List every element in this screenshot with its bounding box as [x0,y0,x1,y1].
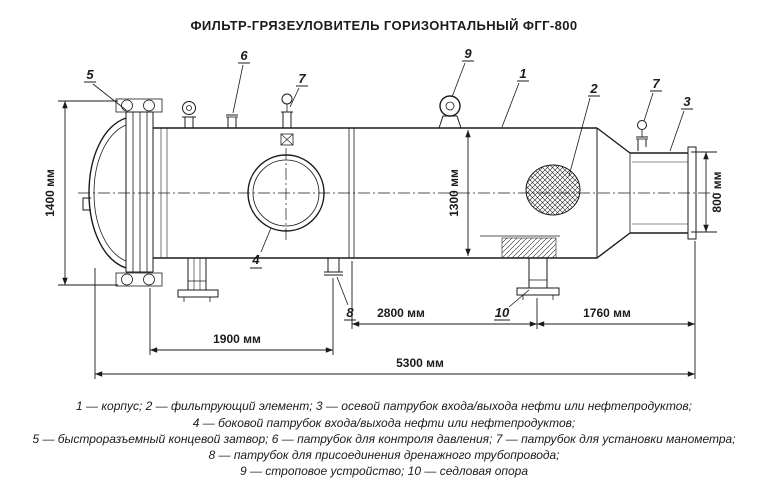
callout-7-left: 7 [289,71,308,108]
page-title: ФИЛЬТР-ГРЯЗЕУЛОВИТЕЛЬ ГОРИЗОНТАЛЬНЫЙ ФГГ… [190,18,577,33]
callout-10: 10 [494,289,530,321]
dim-nozzle-diameter: 800 мм [691,151,724,233]
axial-nozzle [630,146,697,240]
callout-5-label: 5 [86,67,94,82]
swing-bolts-bottom [115,272,163,287]
callout-6-label: 6 [240,48,248,63]
callouts: 5 6 7 9 1 2 7 [84,46,693,321]
manometer-nozzle-left [280,93,294,146]
callout-6: 6 [232,48,250,114]
vessel [78,93,714,302]
callout-7-right-label: 7 [652,76,660,91]
dim-body-diameter: 1300 мм [447,130,471,256]
dimensions: 1400 мм 1300 мм 800 мм 2800 мм 1760 мм [43,100,724,379]
callout-8: 8 [336,276,356,321]
fitting-symbol [280,133,294,146]
legend-line-1: 1 — корпус; 2 — фильтрующий элемент; 3 —… [76,399,692,413]
callout-1-label: 1 [519,66,526,81]
callout-2-label: 2 [589,81,598,96]
side-nozzle [247,148,325,240]
callout-4-label: 4 [251,252,260,267]
internal-tray [480,235,560,259]
drain-nozzle [324,258,343,276]
end-flange [687,146,697,240]
dim-nozzle-diameter-label: 800 мм [710,171,724,212]
pressure-control-nozzle [226,114,238,128]
callout-10-label: 10 [495,305,510,320]
callout-4: 4 [250,227,272,269]
saddle-support-left [177,258,219,302]
hinge-eyebolt [182,101,196,128]
callout-1: 1 [501,66,529,128]
dim-closure-height-label: 1400 мм [43,169,57,217]
dim-support-to-flange-label: 1760 мм [583,306,631,320]
dim-front-section: 1900 мм [149,278,334,355]
manometer-nozzle-right [636,120,648,151]
dim-total-length: 5300 мм [94,268,696,379]
callout-5: 5 [84,67,127,111]
legend-line-3: 5 — быстроразъемный концевой затвор; 6 —… [32,432,735,446]
legend-line-5: 9 — строповое устройство; 10 — седловая … [240,464,528,478]
filter-element [525,164,581,216]
callout-3-label: 3 [683,94,691,109]
quick-release-closure [82,98,196,287]
elliptical-head [82,117,127,269]
callout-9-label: 9 [464,46,472,61]
saddle-support-right [516,258,560,300]
callout-8-label: 8 [346,305,354,320]
legend-line-2: 4 — боковой патрубок входа/выхода нефти … [193,416,575,430]
head-boss [82,197,91,211]
dim-body-diameter-label: 1300 мм [447,169,461,217]
dim-total-length-label: 5300 мм [396,356,444,370]
dim-middle-lengths: 2800 мм 1760 мм [351,241,696,379]
lifting-lug [438,95,462,129]
dim-seam-to-support-label: 2800 мм [377,306,425,320]
swing-bolts-top [115,98,163,113]
callout-2: 2 [568,81,600,177]
callout-7-right: 7 [643,76,662,122]
callout-9: 9 [451,46,474,98]
legend: 1 — корпус; 2 — фильтрующий элемент; 3 —… [32,399,735,478]
callout-7-left-label: 7 [298,71,306,86]
dim-front-section-label: 1900 мм [213,332,261,346]
cone-transition [596,127,631,259]
legend-line-4: 8 — патрубок для присоединения дренажног… [208,448,559,462]
callout-3: 3 [669,94,693,152]
dim-closure-height: 1400 мм [43,100,118,286]
